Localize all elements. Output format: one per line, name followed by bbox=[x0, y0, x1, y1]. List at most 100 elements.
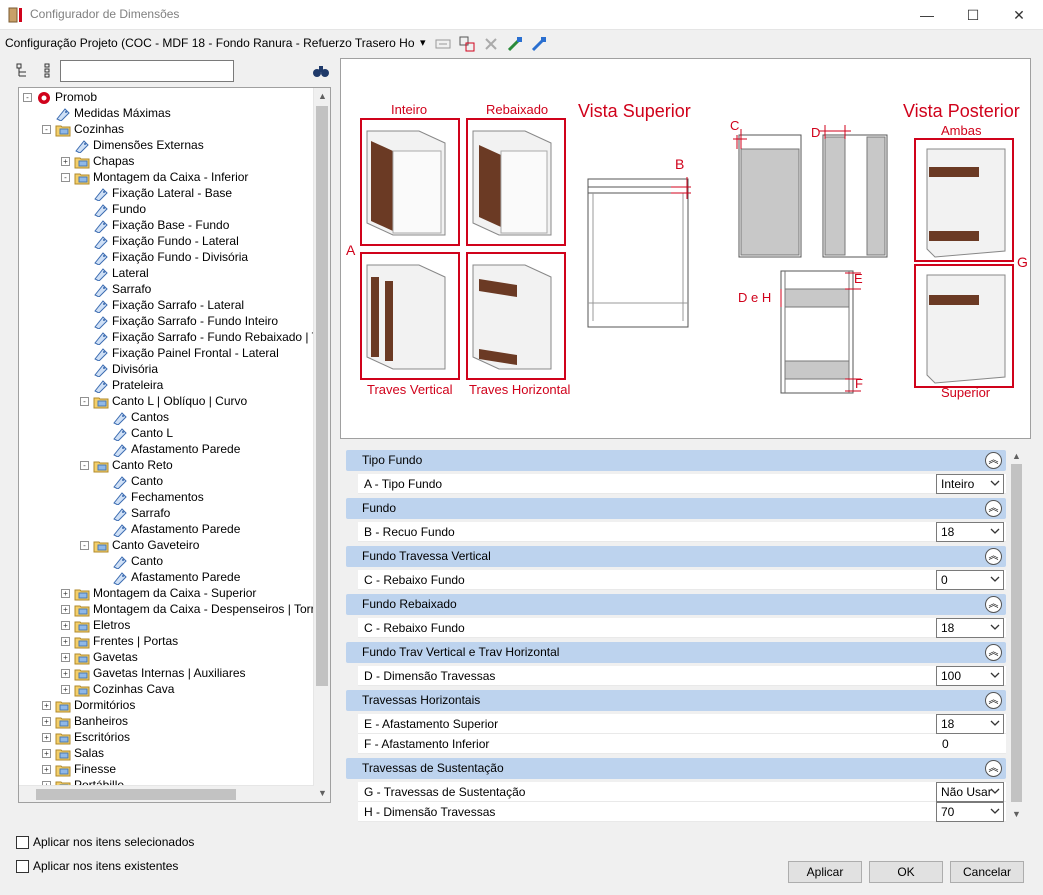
tree-item[interactable]: Lateral bbox=[80, 265, 149, 281]
collapse-node-icon[interactable]: - bbox=[61, 173, 70, 183]
apply-existing-checkbox[interactable] bbox=[16, 860, 29, 874]
delete-icon[interactable] bbox=[482, 35, 500, 53]
tree-item[interactable]: +Finesse bbox=[42, 761, 116, 777]
tree-item[interactable]: Afastamento Parede bbox=[99, 441, 240, 457]
tree-item[interactable]: +Montagem da Caixa - Despenseiros | Torr… bbox=[61, 601, 327, 617]
tree-item[interactable]: -Canto L | Oblíquo | Curvo bbox=[80, 393, 247, 409]
tree-item[interactable]: Fixação Fundo - Lateral bbox=[80, 233, 239, 249]
collapse-node-icon[interactable]: - bbox=[80, 541, 89, 551]
property-group-header[interactable]: Travessas Horizontais︽ bbox=[346, 690, 1006, 711]
props-scroll-up[interactable]: ▲ bbox=[1012, 451, 1021, 461]
property-group-header[interactable]: Fundo Rebaixado︽ bbox=[346, 594, 1006, 615]
expand-all-icon[interactable] bbox=[16, 63, 32, 79]
tree-item[interactable]: Afastamento Parede bbox=[99, 569, 240, 585]
tree-item[interactable]: -Canto Reto bbox=[80, 457, 173, 473]
property-value-select[interactable]: Não Usar bbox=[936, 782, 1004, 802]
property-value-select[interactable]: 100 bbox=[936, 666, 1004, 686]
tree-item[interactable]: Dimensões Externas bbox=[61, 137, 204, 153]
chevron-down-icon[interactable] bbox=[990, 622, 1000, 632]
expand-node-icon[interactable]: + bbox=[42, 749, 51, 759]
property-scrollbar[interactable]: ▲ ▼ bbox=[1008, 448, 1025, 824]
chevron-down-icon[interactable] bbox=[990, 806, 1000, 816]
property-value-select[interactable]: 0 bbox=[936, 570, 1004, 590]
expand-node-icon[interactable]: + bbox=[61, 605, 70, 615]
tree-item[interactable]: +Gavetas bbox=[61, 649, 138, 665]
tree-item[interactable]: Afastamento Parede bbox=[99, 521, 240, 537]
tree-item[interactable]: +Chapas bbox=[61, 153, 134, 169]
expand-node-icon[interactable]: + bbox=[61, 589, 70, 599]
tree-item[interactable]: +Montagem da Caixa - Superior bbox=[61, 585, 256, 601]
tree-horizontal-scrollbar[interactable] bbox=[19, 785, 314, 802]
tree-search-input[interactable] bbox=[60, 60, 234, 82]
props-scroll-down[interactable]: ▼ bbox=[1012, 809, 1021, 819]
tree-scroll-up[interactable]: ▲ bbox=[318, 91, 327, 101]
tree-item[interactable]: +Frentes | Portas bbox=[61, 633, 178, 649]
tree-item[interactable]: Fixação Fundo - Divisória bbox=[80, 249, 248, 265]
expand-node-icon[interactable]: + bbox=[42, 701, 51, 711]
property-value-select[interactable]: 18 bbox=[936, 714, 1004, 734]
collapse-group-icon[interactable]: ︽ bbox=[985, 500, 1002, 517]
tree-item[interactable]: Cantos bbox=[99, 409, 169, 425]
property-group-header[interactable]: Fundo Travessa Vertical︽ bbox=[346, 546, 1006, 567]
tree-item[interactable]: -Montagem da Caixa - Inferior bbox=[61, 169, 248, 185]
apply-existing-option[interactable]: Aplicar nos itens existentes bbox=[16, 859, 178, 875]
tree-vertical-scrollbar[interactable]: ▲ ▼ bbox=[313, 88, 330, 802]
minimize-button[interactable]: — bbox=[920, 7, 934, 23]
copy-config-icon[interactable] bbox=[458, 35, 476, 53]
collapse-group-icon[interactable]: ︽ bbox=[985, 760, 1002, 777]
collapse-group-icon[interactable]: ︽ bbox=[985, 644, 1002, 661]
chevron-down-icon[interactable] bbox=[990, 786, 1000, 796]
expand-node-icon[interactable]: + bbox=[42, 733, 51, 743]
property-group-header[interactable]: Fundo Trav Vertical e Trav Horizontal︽ bbox=[346, 642, 1006, 663]
props-scroll-thumb[interactable] bbox=[1011, 464, 1022, 802]
tree-item[interactable]: Canto bbox=[99, 553, 163, 569]
collapse-node-icon[interactable]: - bbox=[80, 461, 89, 471]
binoculars-search-icon[interactable] bbox=[312, 63, 330, 79]
property-group-header[interactable]: Tipo Fundo︽ bbox=[346, 450, 1006, 471]
expand-node-icon[interactable]: + bbox=[61, 621, 70, 631]
tree-item[interactable]: +Cozinhas Cava bbox=[61, 681, 174, 697]
tree-item[interactable]: Fixação Sarrafo - Lateral bbox=[80, 297, 244, 313]
apply-selected-option[interactable]: Aplicar nos itens selecionados bbox=[16, 835, 194, 851]
tree-item[interactable]: -Canto Gaveteiro bbox=[80, 537, 199, 553]
tree-item[interactable]: Canto L bbox=[99, 425, 173, 441]
chevron-down-icon[interactable] bbox=[990, 478, 1000, 488]
property-group-header[interactable]: Fundo︽ bbox=[346, 498, 1006, 519]
tree-item[interactable]: Fechamentos bbox=[99, 489, 204, 505]
tree-item[interactable]: Canto bbox=[99, 473, 163, 489]
rename-icon[interactable] bbox=[434, 35, 452, 53]
collapse-group-icon[interactable]: ︽ bbox=[985, 692, 1002, 709]
property-value-select[interactable]: Inteiro bbox=[936, 474, 1004, 494]
property-value-select[interactable]: 70 bbox=[936, 802, 1004, 822]
expand-node-icon[interactable]: + bbox=[61, 637, 70, 647]
tree-item[interactable]: +Eletros bbox=[61, 617, 130, 633]
collapse-group-icon[interactable]: ︽ bbox=[985, 596, 1002, 613]
tree-item[interactable]: +Banheiros bbox=[42, 713, 128, 729]
ok-button[interactable]: OK bbox=[869, 861, 943, 883]
tree-item[interactable]: -Cozinhas bbox=[42, 121, 124, 137]
tree-item[interactable]: Prateleira bbox=[80, 377, 163, 393]
tree-item[interactable]: +Salas bbox=[42, 745, 104, 761]
tree-item[interactable]: Divisória bbox=[80, 361, 158, 377]
collapse-node-icon[interactable]: - bbox=[23, 93, 32, 103]
collapse-group-icon[interactable]: ︽ bbox=[985, 548, 1002, 565]
config-project-select[interactable]: Configuração Projeto (COC - MDF 18 - Fon… bbox=[5, 36, 415, 50]
tree-item[interactable]: Sarrafo bbox=[80, 281, 151, 297]
property-value-select[interactable]: 18 bbox=[936, 522, 1004, 542]
config-dropdown-arrow[interactable]: ▾ bbox=[420, 37, 426, 49]
expand-node-icon[interactable]: + bbox=[42, 765, 51, 775]
apply-selected-checkbox[interactable] bbox=[16, 836, 29, 850]
maximize-button[interactable]: ☐ bbox=[966, 7, 980, 23]
chevron-down-icon[interactable] bbox=[990, 526, 1000, 536]
tree-item[interactable]: Fixação Lateral - Base bbox=[80, 185, 232, 201]
tree-item[interactable]: Fixação Painel Frontal - Lateral bbox=[80, 345, 279, 361]
collapse-all-icon[interactable] bbox=[40, 63, 56, 79]
chevron-down-icon[interactable] bbox=[990, 718, 1000, 728]
collapse-node-icon[interactable]: - bbox=[42, 125, 51, 135]
expand-node-icon[interactable]: + bbox=[61, 157, 70, 167]
tree-item[interactable]: -Promob bbox=[23, 89, 97, 105]
import-icon[interactable] bbox=[506, 35, 524, 53]
chevron-down-icon[interactable] bbox=[990, 670, 1000, 680]
tree-item[interactable]: +Escritórios bbox=[42, 729, 130, 745]
tree-scroll-down[interactable]: ▼ bbox=[318, 788, 327, 798]
